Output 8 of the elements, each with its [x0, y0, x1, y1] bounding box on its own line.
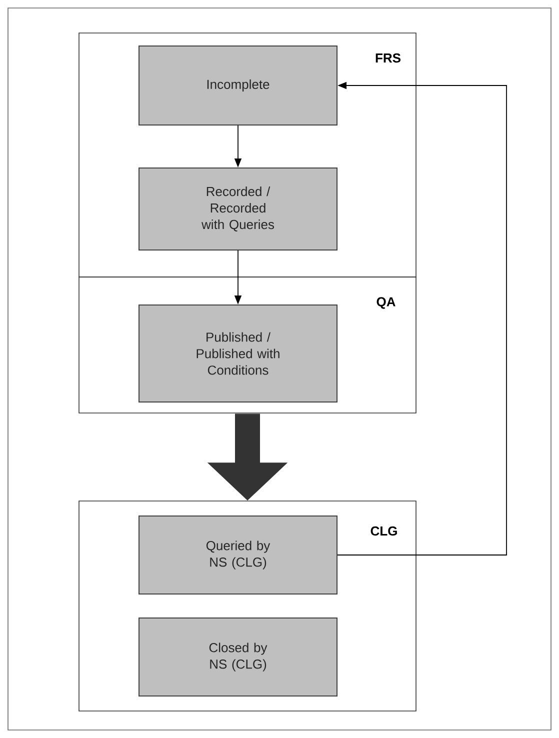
- lane-label: QA: [376, 297, 396, 309]
- state-box: Queried by NS (CLG): [138, 516, 338, 594]
- lane-label: FRS: [376, 53, 400, 63]
- state-box: Closed by NS (CLG): [138, 618, 338, 696]
- lane-label: CLG: [370, 526, 397, 536]
- state-box: Incomplete: [138, 46, 338, 126]
- state-box: Published / Published with Conditions: [138, 304, 338, 402]
- state-box: Recorded / Recorded with Queries: [138, 168, 338, 250]
